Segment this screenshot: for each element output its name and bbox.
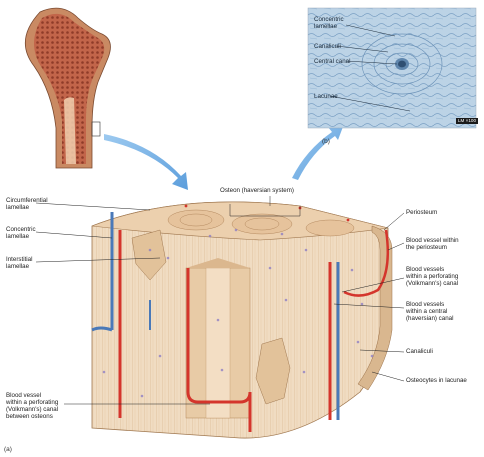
label-osteocytes: Osteocytes in lacunae xyxy=(406,377,467,384)
label-lacunae-micro: Lacunae xyxy=(314,93,338,100)
label-circumferential-lamellae: Circumferential lamellae xyxy=(6,197,48,211)
label-central-canal-micro: Central canal xyxy=(314,58,350,65)
label-interstitial-lamellae: Interstitial lamellae xyxy=(6,256,32,270)
label-periosteum: Periosteum xyxy=(406,209,437,216)
label-osteon: Osteon (haversian system) xyxy=(220,187,294,194)
label-vessel-periosteum: Blood vessel within the periosteum xyxy=(406,237,459,251)
label-canaliculi-micro: Canaliculi xyxy=(314,43,341,50)
panel-b-label: (b) xyxy=(322,138,330,145)
label-vessels-perforating: Blood vessels within a perforating (Volk… xyxy=(406,266,458,287)
label-vessels-central: Blood vessels within a central (haversia… xyxy=(406,301,453,322)
label-vessel-between-osteons: Blood vessel within a perforating (Volkm… xyxy=(6,392,58,420)
label-concentric-lamellae-micro: Concentric lamellae xyxy=(314,16,344,30)
label-canaliculi: Canaliculi xyxy=(406,348,433,355)
label-concentric-lamellae: Concentric lamellae xyxy=(6,226,36,240)
scale-bar: LM ×100 xyxy=(456,118,478,124)
panel-a-label: (a) xyxy=(4,446,12,453)
